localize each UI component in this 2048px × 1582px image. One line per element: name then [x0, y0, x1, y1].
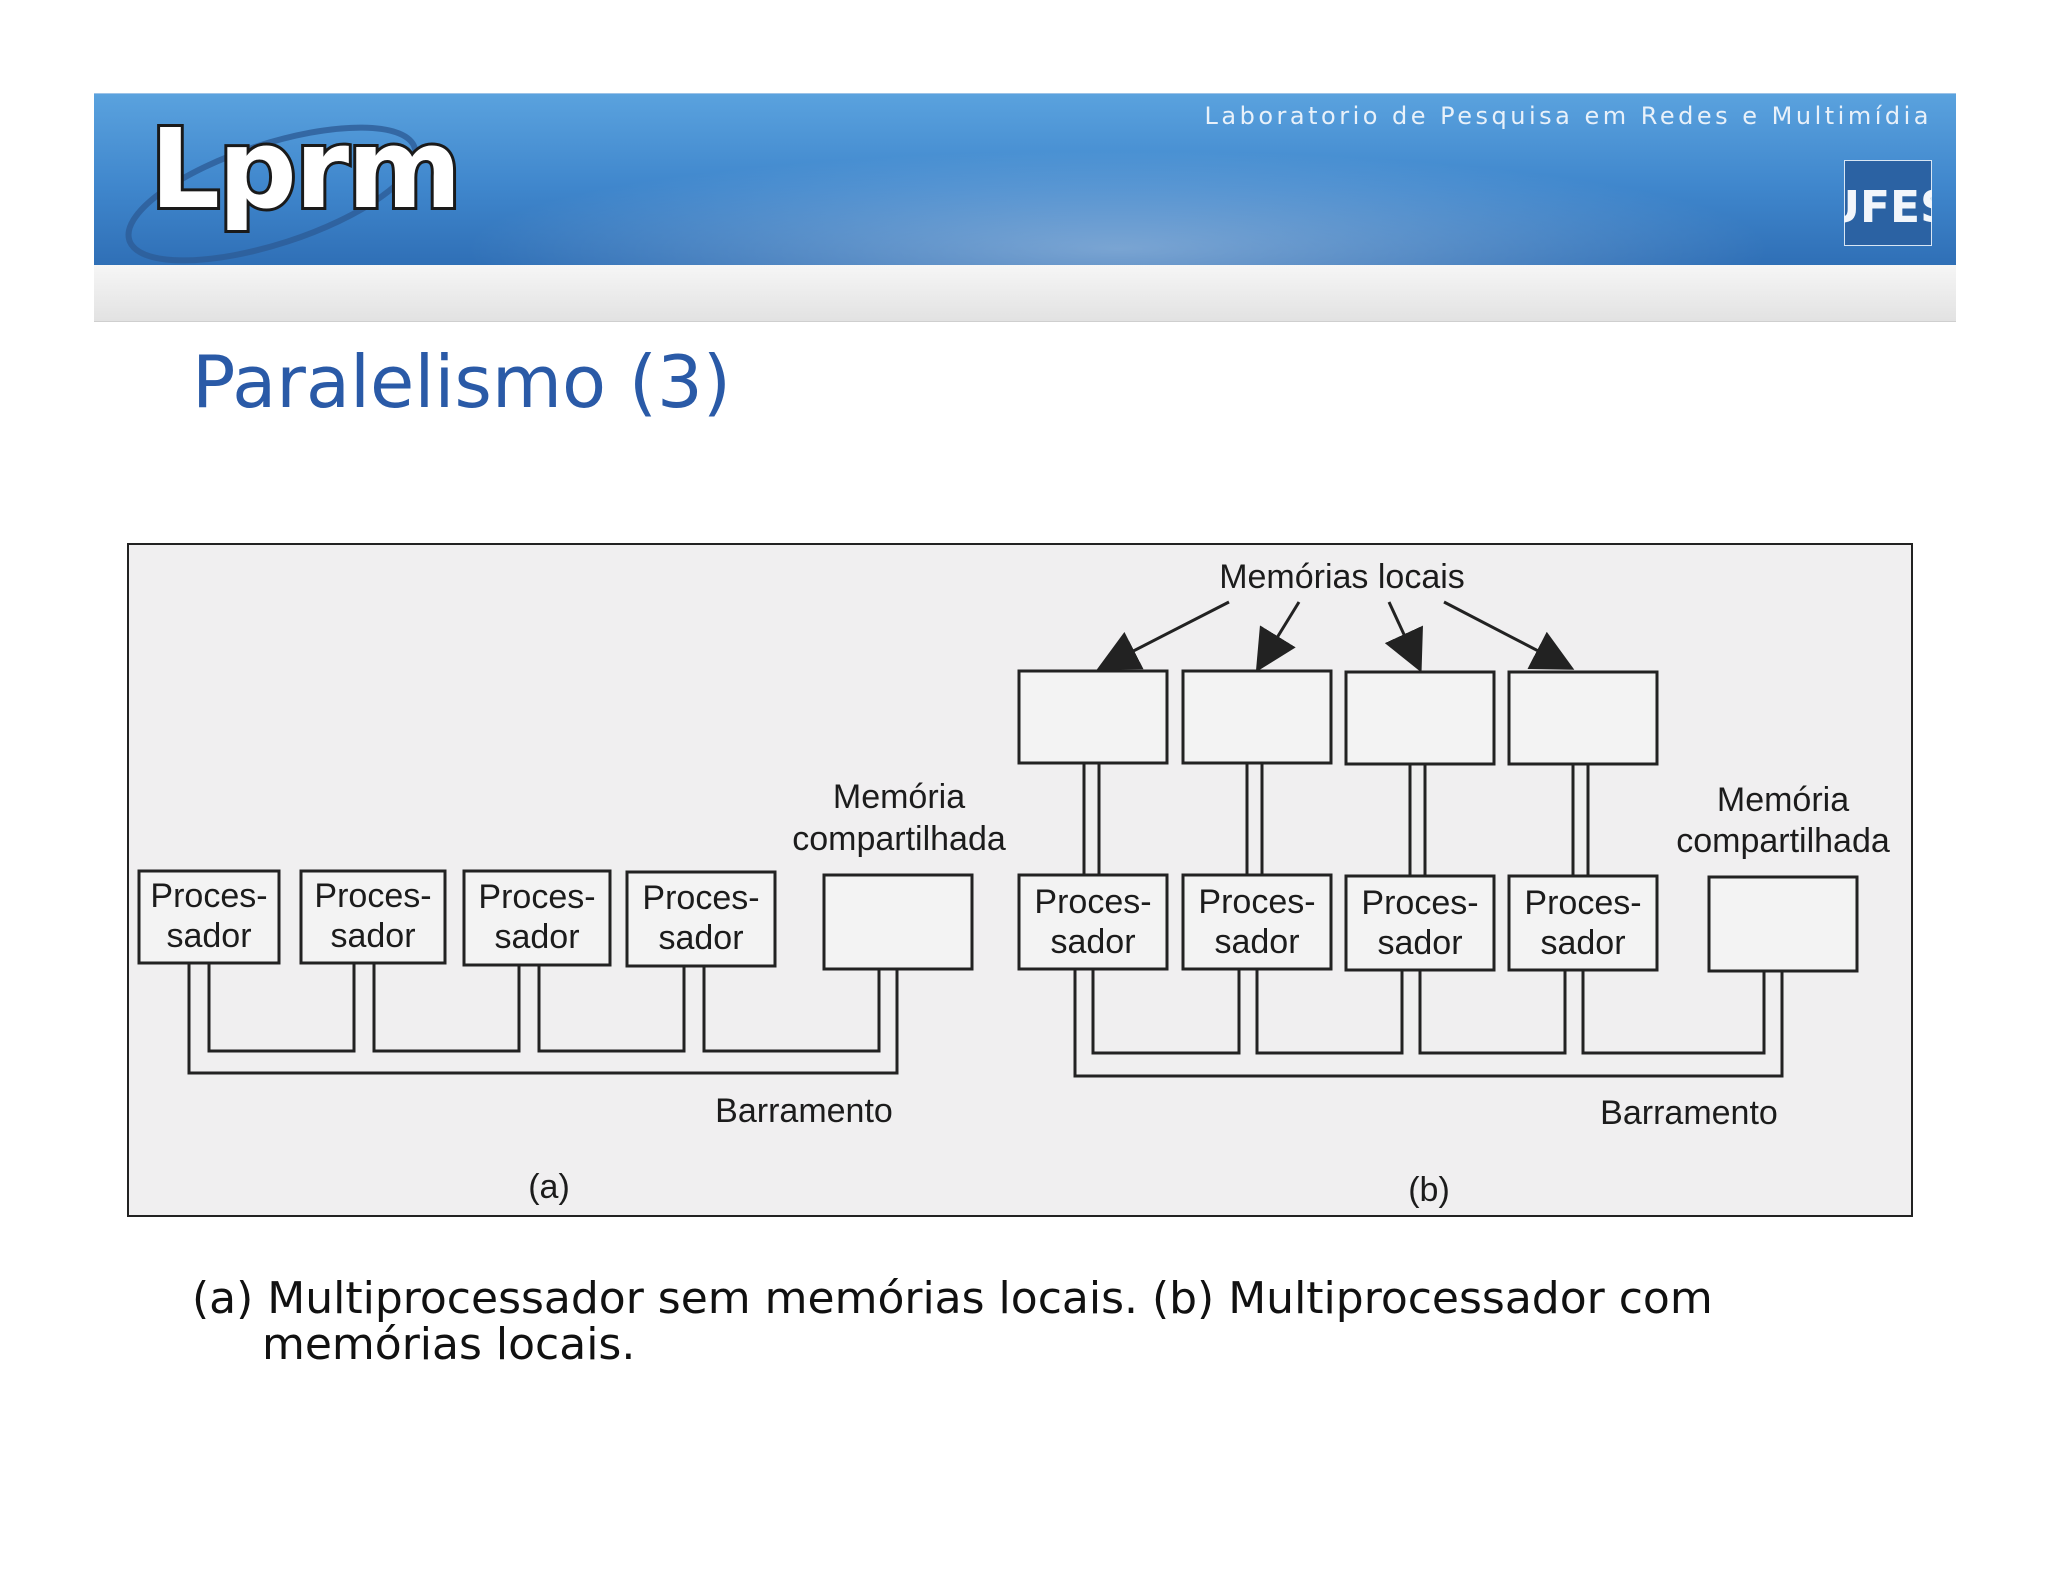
processor-b2-line2: sador	[1214, 923, 1299, 961]
bus-b-label: Barramento	[1600, 1094, 1778, 1132]
figure-canvas: Proces- sador Proces- sador Proces- sado…	[137, 558, 1890, 1209]
processor-box-b4	[1507, 874, 1659, 972]
shared-memory-box-b	[1707, 875, 1859, 973]
processor-a1-line2: sador	[166, 917, 251, 955]
header-strip	[94, 265, 1956, 322]
processor-b4-line2: sador	[1540, 924, 1625, 962]
multiprocessor-figure: Proces- sador Proces- sador Proces- sado…	[127, 543, 1913, 1217]
local-memory-box-2	[1181, 669, 1333, 765]
shared-memory-box-a	[822, 873, 974, 971]
bus-a-link-3	[537, 965, 686, 1053]
processor-a4-line2: sador	[658, 919, 743, 957]
bus-b-link-1	[1091, 969, 1241, 1055]
processor-a1-line1: Proces-	[150, 877, 267, 915]
slide-title: Paralelismo (3)	[192, 340, 731, 424]
processor-box-b2	[1181, 873, 1333, 971]
svg-text:UFES: UFES	[1844, 182, 1932, 233]
processor-box-b1	[1017, 873, 1169, 971]
part-b-label: (b)	[1408, 1171, 1450, 1209]
processor-a2-line1: Proces-	[314, 877, 431, 915]
figure-caption: (a) Multiprocessador sem memórias locais…	[192, 1276, 1713, 1368]
arrow-local-memory-3	[1384, 601, 1423, 673]
bus-a-outer	[187, 963, 899, 1075]
logo-ring-icon	[125, 124, 419, 264]
processor-a3-line1: Proces-	[478, 878, 595, 916]
caption-line-1: (a) Multiprocessador sem memórias locais…	[192, 1273, 1713, 1324]
local-memory-box-4	[1507, 670, 1659, 766]
processor-b1-line1: Proces-	[1034, 883, 1151, 921]
part-a-label: (a)	[528, 1168, 570, 1206]
bus-a-label: Barramento	[715, 1092, 893, 1130]
processor-box-b3	[1344, 874, 1496, 972]
bus-b-link-3	[1418, 970, 1567, 1055]
processor-a3-line2: sador	[494, 918, 579, 956]
bus-a-link-2	[372, 963, 521, 1053]
local-memory-box-1	[1017, 669, 1169, 765]
processor-box-a4	[625, 870, 777, 968]
header-banner: Lprm Laboratorio de Pesquisa em Redes e …	[94, 93, 1956, 266]
shared-memory-b-line1: Memória	[1717, 781, 1849, 819]
processor-a4-line1: Proces-	[642, 879, 759, 917]
shared-memory-a-line2: compartilhada	[792, 820, 1006, 858]
processor-b2-line1: Proces-	[1198, 883, 1315, 921]
processor-box-a2	[299, 869, 447, 965]
arrow-local-memory-4	[1443, 600, 1575, 670]
processor-a2-line2: sador	[330, 917, 415, 955]
bus-b-outer	[1073, 969, 1784, 1078]
bus-b-link-4	[1581, 970, 1766, 1055]
processor-b4-line1: Proces-	[1524, 884, 1641, 922]
ufes-logo-icon: UFES	[1844, 160, 1932, 246]
processor-b3-line2: sador	[1377, 924, 1462, 962]
local-memories-label: Memórias locais	[1219, 558, 1465, 596]
bus-a-link-4	[702, 966, 881, 1053]
shared-memory-b-line2: compartilhada	[1676, 822, 1890, 860]
arrow-local-memory-1	[1096, 600, 1230, 670]
processor-b1-line2: sador	[1050, 923, 1135, 961]
processor-box-a3	[462, 869, 612, 967]
lab-name: Laboratorio de Pesquisa em Redes e Multi…	[1204, 102, 1932, 130]
processor-b3-line1: Proces-	[1361, 884, 1478, 922]
caption-line-2: memórias locais.	[262, 1319, 636, 1370]
lprm-logo: Lprm	[147, 105, 465, 233]
arrow-local-memory-2	[1255, 601, 1301, 673]
shared-memory-a-line1: Memória	[833, 778, 965, 816]
bus-a-link-1	[207, 963, 356, 1053]
bus-b-link-2	[1255, 969, 1404, 1055]
processor-box-a1	[137, 869, 281, 965]
local-memory-box-3	[1344, 670, 1496, 766]
